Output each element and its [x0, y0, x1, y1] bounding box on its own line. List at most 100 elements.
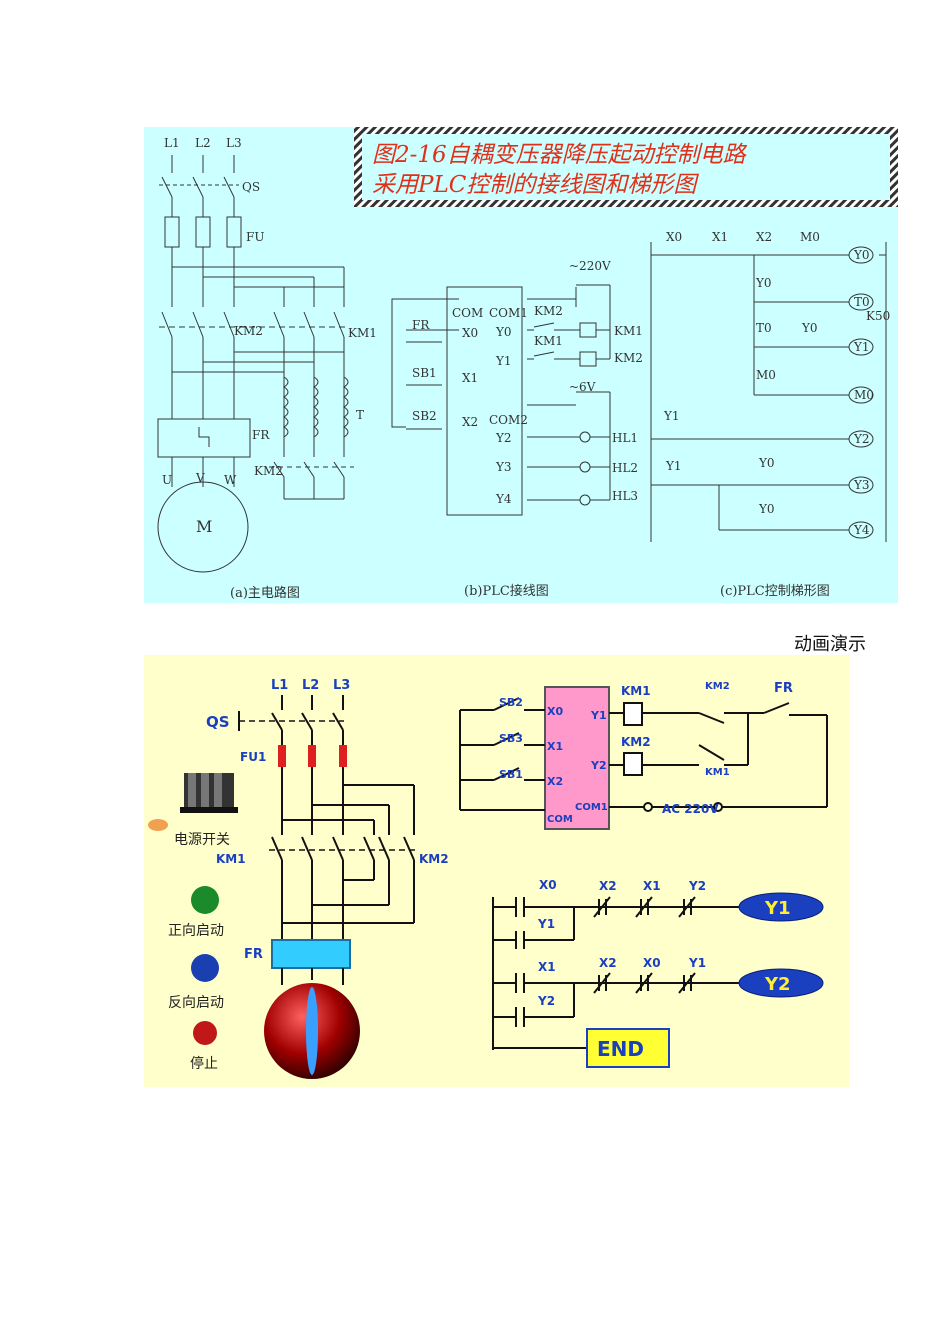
anim-com: COM [547, 814, 573, 825]
rung1-x0: X0 [666, 230, 682, 244]
rung2-label-y1: Y1 [688, 956, 706, 970]
anim-qs: QS [206, 713, 230, 731]
volt-6: ~6V [569, 380, 596, 394]
anim-x2: X2 [547, 775, 563, 788]
forward-start-button[interactable] [191, 886, 219, 914]
animation-demo-label: 动画演示 [794, 634, 866, 655]
term-y1: Y1 [495, 354, 512, 368]
rung6-y0: Y0 [758, 456, 775, 470]
title-box: 图2-16自耦变压器降压起动控制电路 采用PLC控制的接线图和梯形图 [354, 127, 900, 207]
anim-y1: Y1 [590, 709, 607, 722]
rung1-label-x0: X0 [539, 878, 557, 892]
label-t: T [356, 408, 364, 422]
anim-plc-fr: FR [774, 681, 793, 696]
forward-start-label: 正向启动 [168, 923, 224, 939]
phase-l2: L2 [195, 136, 211, 150]
anim-sb2: SB2 [499, 696, 523, 709]
anim-phase-l1: L1 [271, 678, 288, 693]
rung5-y1: Y1 [663, 409, 680, 423]
anim-y2: Y2 [590, 759, 607, 772]
rung2-y0: Y0 [755, 276, 772, 290]
label-motor: M [196, 517, 212, 536]
figure-plc-autotransformer: 图2-16自耦变压器降压起动控制电路 采用PLC控制的接线图和梯形图 L1 L2… [144, 127, 900, 603]
anim-sb3: SB3 [499, 732, 523, 745]
rung2-label-x1: X1 [538, 960, 556, 974]
anim-km2: KM2 [419, 852, 449, 866]
rung1-label-y2: Y2 [688, 879, 706, 893]
rung3-y0: Y0 [801, 321, 818, 335]
rung3-coil-y1: Y1 [853, 340, 870, 354]
reverse-start-button[interactable] [191, 954, 219, 982]
term-com1: COM1 [489, 306, 528, 320]
label-fu: FU [246, 230, 264, 244]
plc-ladder: X0 X1 X2 M0 Y0 Y0 T0 K50 T0 Y0 Y1 M0 M0 … [650, 230, 890, 542]
anim-phase-l3: L3 [333, 678, 350, 693]
rung6-coil-y3: Y3 [853, 478, 870, 492]
end-block [586, 1028, 670, 1068]
rung3-t0: T0 [756, 321, 772, 335]
anim-ac220: AC 220V [662, 802, 719, 816]
anim-sb1: SB1 [499, 768, 523, 781]
label-v: V [195, 471, 205, 485]
lamp-hl3: HL3 [612, 489, 638, 503]
rung1-label-y1: Y1 [537, 917, 555, 931]
anim-contact-km1: KM1 [705, 767, 730, 778]
term-y3: Y3 [495, 460, 512, 474]
rung1-label-x1: X1 [643, 879, 661, 893]
rung4-coil-m0: M0 [854, 388, 874, 402]
rung2-coil-t0: T0 [854, 295, 870, 309]
rung2-label-x2: X2 [599, 956, 617, 970]
label-km1: KM1 [348, 326, 377, 340]
interlock-km2: KM2 [534, 304, 563, 318]
label-qs: QS [242, 180, 260, 194]
reverse-start-label: 反向启动 [168, 995, 224, 1011]
label-km2-lower: KM2 [254, 464, 283, 478]
rung2-label-x0: X0 [643, 956, 661, 970]
anim-coil-km2: KM2 [621, 735, 651, 749]
coil-y2-icon [738, 968, 824, 998]
in-sb2: SB2 [412, 409, 437, 423]
coil-km2: KM2 [614, 351, 643, 365]
anim-x1: X1 [547, 740, 563, 753]
term-com: COM [452, 306, 483, 320]
pointer-hand-icon [148, 819, 168, 831]
anim-plc-wiring [459, 686, 828, 830]
anim-fu1: FU1 [240, 750, 266, 764]
coil-km1: KM1 [614, 324, 643, 338]
anim-coil-y2: Y2 [764, 974, 791, 995]
power-switch-icon[interactable] [180, 773, 238, 813]
anim-coil-km1: KM1 [621, 684, 651, 698]
timer-k50: K50 [866, 309, 890, 323]
title-line2: 采用PLC控制的接线图和梯形图 [372, 172, 699, 198]
lamp-hl1: HL1 [612, 431, 638, 445]
interlock-km1: KM1 [534, 334, 563, 348]
anim-main-circuit: L1 L2 L3 QS FU1 KM1 KM2 FR [206, 678, 449, 985]
label-km2: KM2 [234, 324, 263, 338]
power-switch-label: 电源开关 [174, 832, 230, 848]
plc-wiring: COM COM1 X0 X1 X2 Y0 Y1 COM2 Y2 Y3 Y4 FR… [391, 259, 643, 516]
rung1-label-x2: X2 [599, 879, 617, 893]
caption-b: (b)PLC接线图 [464, 583, 549, 599]
anim-x0: X0 [547, 705, 563, 718]
rung7-coil-y4: Y4 [853, 523, 870, 537]
phase-l3: L3 [226, 136, 242, 150]
diagram-canvas: 图2-16自耦变压器降压起动控制电路 采用PLC控制的接线图和梯形图 L1 L2… [157, 127, 900, 601]
anim-km1: KM1 [216, 852, 246, 866]
anim-end: END [597, 1037, 644, 1061]
label-fr: FR [252, 428, 270, 442]
anim-contact-km2: KM2 [705, 681, 730, 692]
term-y4: Y4 [495, 492, 512, 506]
rung6-y1: Y1 [665, 459, 682, 473]
stop-button[interactable] [193, 1021, 217, 1045]
rung1-coil-y0: Y0 [853, 248, 870, 262]
term-x1: X1 [462, 371, 478, 385]
anim-com1: COM1 [575, 802, 608, 813]
animation-panel: L1 L2 L3 QS FU1 KM1 KM2 FR [144, 655, 849, 1087]
term-y2: Y2 [495, 431, 512, 445]
phase-l1: L1 [164, 136, 180, 150]
anim-ladder [492, 896, 739, 1050]
rung2-label-y2: Y2 [537, 994, 555, 1008]
anim-phase-l2: L2 [302, 678, 319, 693]
term-x0: X0 [462, 326, 478, 340]
rung5-coil-y2: Y2 [853, 432, 870, 446]
